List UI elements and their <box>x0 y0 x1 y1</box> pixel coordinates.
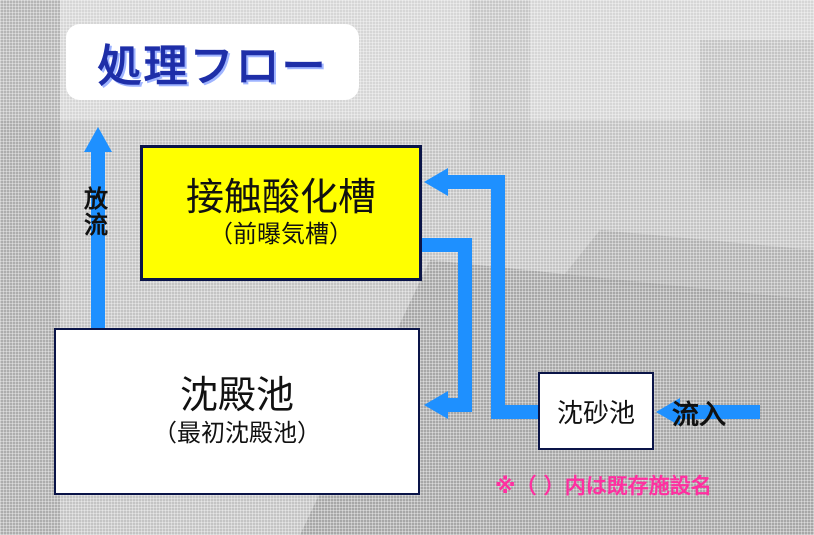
node-grit-chamber: 沈砂池 <box>538 372 654 450</box>
arrow-discharge <box>84 127 112 328</box>
discharge-char: 流 <box>84 211 108 240</box>
discharge-char: 放 <box>84 185 108 213</box>
arrow-grit-to-contact <box>424 168 538 419</box>
node-subname: （前曝気槽） <box>209 220 353 249</box>
node-subname: （最初沈殿池） <box>153 418 321 447</box>
node-name: 接触酸化槽 <box>185 174 376 219</box>
node-name: 沈砂池 <box>556 398 635 429</box>
title-box: 処理フロー <box>66 24 359 100</box>
node-name: 沈殿池 <box>179 373 294 418</box>
footnote: ※（ ）内は既存施設名 <box>495 474 712 498</box>
node-sedimentation-tank: 沈殿池 （最初沈殿池） <box>54 328 420 495</box>
inflow-label: 流入 <box>672 400 726 431</box>
node-contact-oxidation-tank: 接触酸化槽 （前曝気槽） <box>140 145 422 281</box>
diagram-title: 処理フロー <box>97 41 328 92</box>
discharge-label: 放 流 <box>82 186 110 239</box>
arrow-contact-to-sedimentation <box>422 238 472 419</box>
arrow-inflow <box>656 398 760 426</box>
